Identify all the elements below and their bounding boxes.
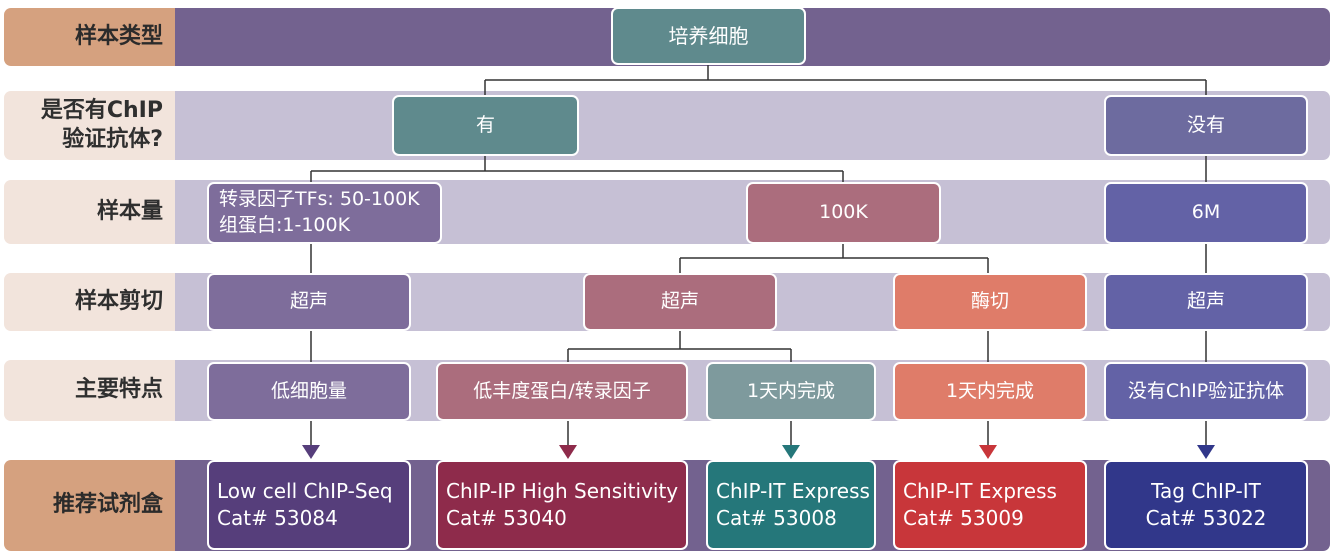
node-has-antibody: 有: [392, 95, 579, 156]
arrow-down-icon: [559, 445, 577, 459]
row-label-sample-type: 样本类型: [4, 8, 175, 66]
node-amount-tf-histone: 转录因子TFs: 50-100K 组蛋白:1-100K: [207, 182, 442, 244]
node-feature-1day-a: 1天内完成: [706, 362, 876, 421]
kit-name: Tag ChIP-IT: [1151, 479, 1261, 503]
kit-name: ChIP-IT Express: [903, 479, 1057, 503]
node-feature-low-cell: 低细胞量: [207, 362, 411, 421]
node-amount-100k: 100K: [746, 182, 941, 244]
arrow-down-icon: [782, 445, 800, 459]
kit-name: ChIP-IT Express: [716, 479, 870, 503]
row-label-features: 主要特点: [4, 360, 175, 421]
amount-histone-label: 组蛋白:1-100K: [219, 214, 351, 236]
kit-chip-it-express-53008: ChIP-IT Express Cat# 53008: [706, 460, 876, 550]
row-label-kits: 推荐试剂盒: [4, 460, 175, 551]
kit-cat: Cat# 53008: [716, 506, 837, 530]
kit-cat: Cat# 53040: [446, 506, 567, 530]
arrow-down-icon: [979, 445, 997, 459]
kit-chip-it-express-53009: ChIP-IT Express Cat# 53009: [893, 460, 1087, 550]
kit-chip-ip-high-sensitivity: ChIP-IP High Sensitivity Cat# 53040: [436, 460, 688, 550]
node-shear-sonication-3: 超声: [1104, 273, 1308, 331]
arrow-down-icon: [1197, 445, 1215, 459]
node-feature-1day-b: 1天内完成: [893, 362, 1087, 421]
kit-tag-chip-it: Tag ChIP-IT Cat# 53022: [1104, 460, 1308, 550]
node-no-antibody: 没有: [1104, 95, 1308, 156]
kit-low-cell-chip-seq: Low cell ChIP-Seq Cat# 53084: [207, 460, 411, 550]
kit-name: ChIP-IP High Sensitivity: [446, 479, 679, 503]
row-label-shearing: 样本剪切: [4, 273, 175, 331]
kit-cat: Cat# 53022: [1145, 506, 1267, 530]
node-shear-sonication-2: 超声: [583, 273, 777, 331]
node-shear-sonication-1: 超声: [207, 273, 411, 331]
amount-tf-label: 转录因子TFs: 50-100K: [219, 188, 420, 211]
kit-cat: Cat# 53009: [903, 506, 1024, 530]
node-feature-no-antibody: 没有ChIP验证抗体: [1104, 362, 1308, 421]
kit-name: Low cell ChIP-Seq: [217, 479, 393, 503]
node-amount-6m: 6M: [1104, 182, 1308, 244]
node-cultured-cells: 培养细胞: [611, 7, 806, 65]
row-label-chip-antibody: 是否有ChIP 验证抗体?: [4, 91, 175, 160]
row-label-sample-amount: 样本量: [4, 180, 175, 244]
kit-cat: Cat# 53084: [217, 506, 338, 530]
node-feature-low-abundance: 低丰度蛋白/转录因子: [436, 362, 688, 421]
node-shear-enzyme: 酶切: [893, 273, 1087, 331]
arrow-down-icon: [302, 445, 320, 459]
